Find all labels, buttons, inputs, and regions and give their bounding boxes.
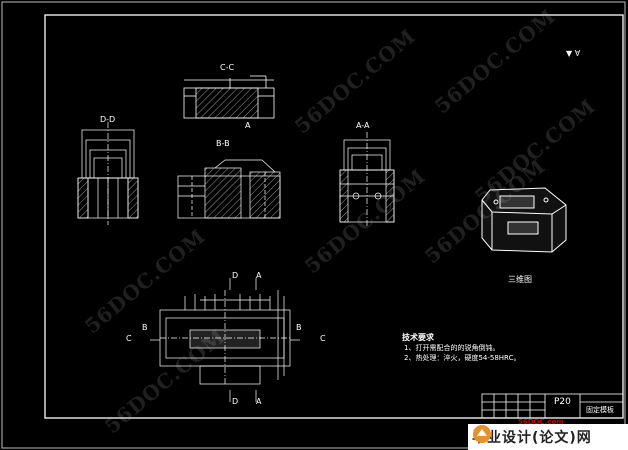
marker-b-right: B <box>296 323 302 332</box>
marker-c-left: C <box>126 334 132 343</box>
title-block-code: P20 <box>554 397 571 407</box>
brand-logo-icon <box>473 425 491 443</box>
label-3d-view: 三维图 <box>508 275 532 284</box>
brand-small-text: 56DOC.com <box>518 418 564 426</box>
marker-d-top: D <box>232 271 239 280</box>
title-block <box>481 393 624 419</box>
section-label-b-b: B-B <box>216 139 230 148</box>
marker-a-small: A <box>245 121 251 130</box>
plan-view <box>150 278 300 402</box>
marker-a-bottom: A <box>256 397 262 406</box>
view-3d <box>481 187 567 253</box>
inner-frame <box>44 14 624 419</box>
marker-b-left: B <box>142 323 148 332</box>
section-c-c <box>183 75 275 119</box>
tech-notes-heading: 技术要求 <box>402 333 434 342</box>
section-b-b <box>177 159 281 219</box>
tech-note-1: 1、打开需配合的的锐角倒钝。 <box>404 344 500 352</box>
section-label-a-a: A-A <box>356 121 370 130</box>
marker-d-bottom: D <box>232 397 239 406</box>
brand-text: 毕业设计(论文)网 <box>472 430 592 446</box>
section-label-d-d: D-D <box>100 115 116 124</box>
section-a-a <box>339 132 395 228</box>
title-block-name: 固定模板 <box>586 406 614 414</box>
marker-c-right: C <box>320 334 326 343</box>
brand-banner[interactable]: 毕业设计(论文)网 <box>468 424 628 450</box>
section-d-d <box>77 122 139 225</box>
section-label-c-c: C-C <box>220 63 235 72</box>
roughness-symbol: ▼ ∀ <box>566 49 581 58</box>
marker-a-top: A <box>256 271 262 280</box>
tech-note-2: 2、热处理：淬火，硬度54-58HRC。 <box>404 354 521 362</box>
